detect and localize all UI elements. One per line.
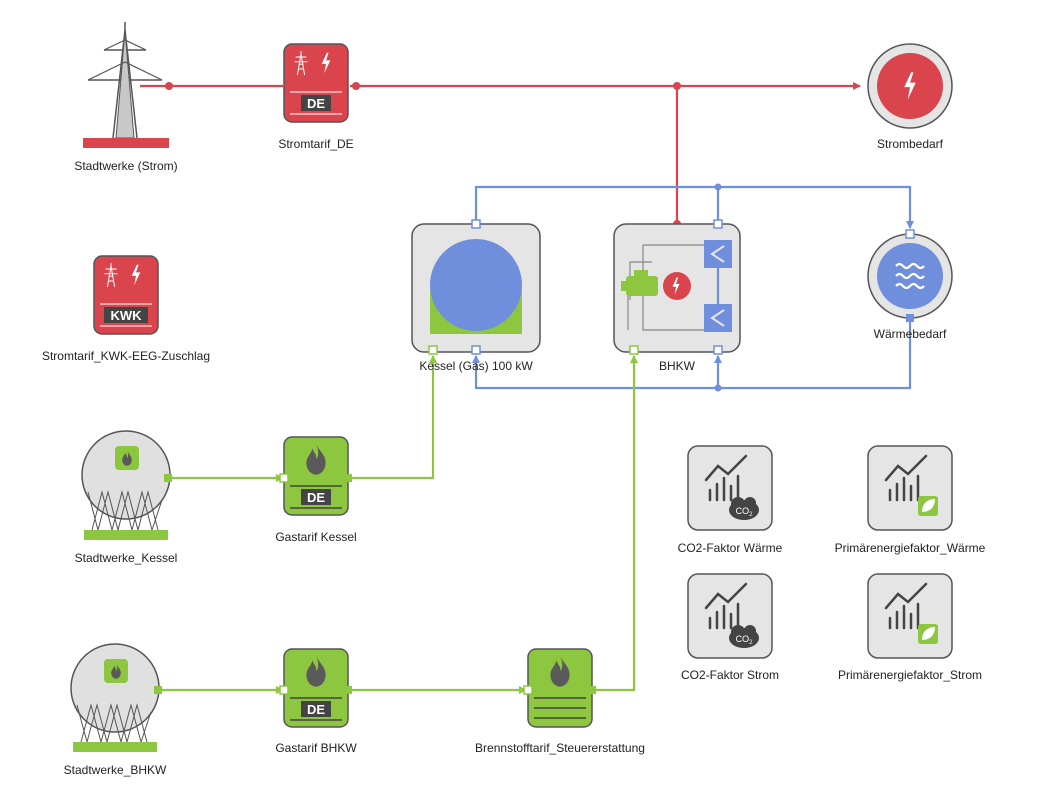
engine-icon xyxy=(621,270,658,296)
tariff-kwk-label: Stromtarif_KWK-EEG-Zuschlag xyxy=(42,349,210,363)
power-demand-label: Strombedarf xyxy=(877,137,944,151)
de-badge xyxy=(301,95,331,111)
node-boiler[interactable]: Kessel (Gas) 100 kW xyxy=(411,219,541,373)
node-gas-supplier-chp[interactable]: Stadtwerke_BHKW xyxy=(64,643,167,777)
de-badge xyxy=(301,701,331,717)
co2-cloud-icon: CO2 xyxy=(729,497,759,520)
node-gas-tariff-boiler[interactable]: DE Gastarif Kessel xyxy=(275,436,357,544)
gas-supplier-chp-label: Stadtwerke_BHKW xyxy=(64,763,167,777)
gas-tariff-boiler-label: Gastarif Kessel xyxy=(275,530,356,544)
node-co2-heat[interactable]: CO2 CO2-Faktor Wärme xyxy=(678,445,783,555)
svg-text:CO2: CO2 xyxy=(736,506,754,518)
leaf-icon xyxy=(918,624,938,644)
co2-heat-label: CO2-Faktor Wärme xyxy=(678,541,783,555)
de-badge-text: DE xyxy=(307,96,325,111)
heat-exchanger-icon xyxy=(704,240,732,332)
chart-trend-icon xyxy=(884,454,928,502)
chp-label: BHKW xyxy=(659,359,696,373)
power-pylon-icon xyxy=(83,22,169,148)
node-fuel-tariff[interactable]: Brennstofftarif_Steuererstattung xyxy=(475,648,645,755)
node-pe-power[interactable]: Primärenergiefaktor_Strom xyxy=(838,573,982,682)
gas-tank-icon xyxy=(70,643,160,752)
chart-trend-icon xyxy=(884,582,928,630)
node-grid-supplier[interactable]: Stadtwerke (Strom) xyxy=(74,22,178,173)
node-power-demand[interactable]: Strombedarf xyxy=(867,43,953,151)
node-heat-demand[interactable]: Wärmebedarf xyxy=(867,229,953,341)
kwk-badge-text: KWK xyxy=(110,308,142,323)
node-co2-power[interactable]: CO2 CO2-Faktor Strom xyxy=(681,573,779,682)
pe-heat-label: Primärenergiefaktor_Wärme xyxy=(835,541,986,555)
heat-lines xyxy=(472,183,914,392)
boiler-label: Kessel (Gas) 100 kW xyxy=(419,359,533,373)
gas-tank-icon xyxy=(81,430,171,540)
waves-icon xyxy=(895,262,925,290)
heat-demand-label: Wärmebedarf xyxy=(874,327,947,341)
de-badge-text: DE xyxy=(307,702,325,717)
fuel-tariff-label: Brennstofftarif_Steuererstattung xyxy=(475,741,645,755)
co2-cloud-icon: CO2 xyxy=(729,625,759,648)
node-tariff-kwk[interactable]: KWK Stromtarif_KWK-EEG-Zuschlag xyxy=(42,255,210,363)
leaf-icon xyxy=(918,496,938,516)
node-pe-heat[interactable]: Primärenergiefaktor_Wärme xyxy=(835,445,986,555)
node-tariff-de[interactable]: DE Stromtarif_DE xyxy=(278,43,354,151)
chart-trend-icon xyxy=(704,582,748,630)
pe-power-label: Primärenergiefaktor_Strom xyxy=(838,668,982,682)
node-gas-supplier-boiler[interactable]: Stadtwerke_Kessel xyxy=(75,430,178,565)
kwk-badge xyxy=(104,307,148,323)
svg-text:CO2: CO2 xyxy=(736,634,754,646)
grid-supplier-label: Stadtwerke (Strom) xyxy=(74,159,177,173)
node-gas-tariff-chp[interactable]: DE Gastarif BHKW xyxy=(275,648,357,755)
gas-lines xyxy=(158,355,638,694)
co2-power-label: CO2-Faktor Strom xyxy=(681,668,779,682)
de-badge xyxy=(301,489,331,505)
gas-supplier-boiler-label: Stadtwerke_Kessel xyxy=(75,551,178,565)
gas-tariff-chp-label: Gastarif BHKW xyxy=(275,741,357,755)
de-badge-text: DE xyxy=(307,490,325,505)
node-chp[interactable]: BHKW xyxy=(613,219,741,373)
power-lines xyxy=(140,82,861,282)
tariff-de-label: Stromtarif_DE xyxy=(278,137,353,151)
chart-trend-icon xyxy=(704,454,748,502)
